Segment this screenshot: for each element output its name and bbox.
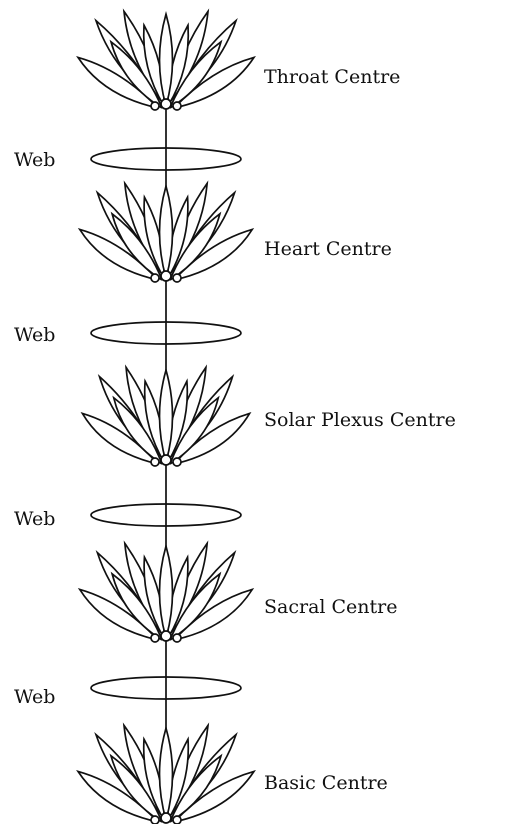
sacral-centre-label: Sacral Centre bbox=[264, 598, 398, 617]
lotus-flower-2 bbox=[80, 183, 252, 282]
lotus-bud bbox=[151, 274, 159, 282]
lotus-bud bbox=[161, 99, 171, 109]
solar-plexus-centre-label: Solar Plexus Centre bbox=[264, 411, 456, 430]
lotus-bud bbox=[173, 634, 181, 642]
lotus-flower-3 bbox=[82, 367, 249, 466]
throat-centre-label: Throat Centre bbox=[264, 68, 400, 87]
heart-centre-label: Heart Centre bbox=[264, 240, 392, 259]
lotus-bud bbox=[173, 274, 181, 282]
lotus-bud bbox=[151, 816, 159, 824]
web-label-3: Web bbox=[14, 510, 55, 529]
web-label-4: Web bbox=[14, 688, 55, 707]
lotus-bud bbox=[151, 458, 159, 466]
lotus-bud bbox=[151, 634, 159, 642]
basic-centre-label: Basic Centre bbox=[264, 774, 388, 793]
lotus-bud bbox=[161, 271, 171, 281]
lotus-bud bbox=[161, 455, 171, 465]
lotus-bud bbox=[173, 458, 181, 466]
lotus-bud bbox=[161, 813, 171, 823]
lotus-flower-5 bbox=[78, 725, 254, 824]
lotus-bud bbox=[173, 816, 181, 824]
lotus-flower-4 bbox=[80, 543, 252, 642]
lotus-bud bbox=[161, 631, 171, 641]
lotus-bud bbox=[151, 102, 159, 110]
lotus-flower-1 bbox=[78, 11, 254, 110]
web-label-2: Web bbox=[14, 326, 55, 345]
web-label-1: Web bbox=[14, 151, 55, 170]
lotus-bud bbox=[173, 102, 181, 110]
